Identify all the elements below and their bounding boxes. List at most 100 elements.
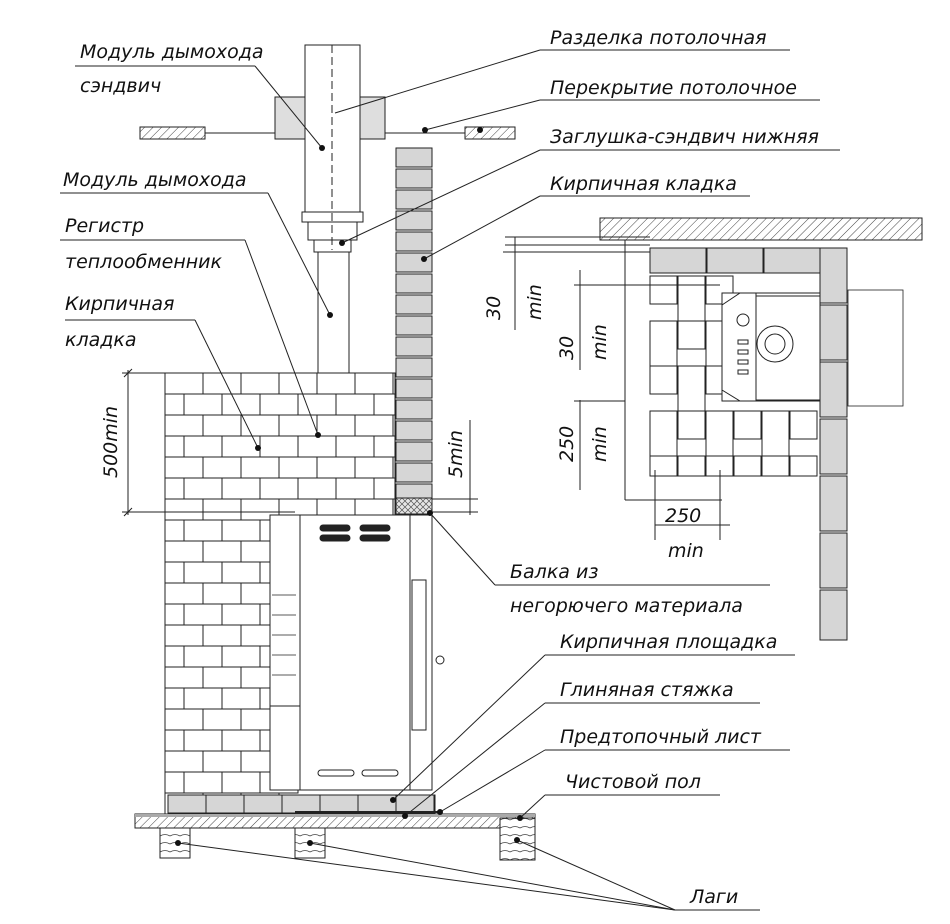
- label-brick-left-2: кладка: [65, 329, 137, 351]
- brick: [789, 410, 818, 440]
- label-clay-screed: Глиняная стяжка: [560, 679, 734, 701]
- brick: [167, 794, 207, 814]
- brick: [183, 687, 223, 710]
- brick: [395, 231, 433, 252]
- dim-250-h: 250: [665, 505, 701, 527]
- brick: [221, 435, 261, 458]
- brick: [183, 729, 223, 752]
- brick: [164, 519, 185, 542]
- brick: [357, 794, 397, 814]
- brick: [677, 320, 706, 350]
- dim-30-b: 30: [556, 336, 578, 360]
- brick: [395, 462, 433, 483]
- brick: [183, 561, 223, 584]
- brick: [705, 410, 734, 457]
- brick: [183, 519, 223, 542]
- brick: [240, 456, 280, 479]
- brick: [335, 477, 375, 500]
- dim-250-v-min: min: [589, 426, 611, 462]
- brick: [677, 365, 706, 412]
- brick: [259, 393, 299, 416]
- brick: [395, 189, 433, 210]
- brick: [392, 372, 396, 395]
- brick: [819, 361, 848, 418]
- brick: [221, 645, 261, 668]
- brick: [733, 410, 762, 440]
- leader-lines: [60, 49, 840, 911]
- brick: [433, 794, 436, 814]
- dim-250-h-min: min: [668, 540, 704, 562]
- brick: [259, 477, 299, 500]
- brick: [297, 435, 337, 458]
- brick: [278, 372, 318, 395]
- brick: [281, 794, 321, 814]
- label-chimney-sandwich-2: сэндвич: [80, 75, 161, 97]
- brick: [316, 414, 356, 437]
- chimney-sandwich-module: [301, 44, 364, 253]
- brick: [164, 687, 185, 710]
- brick: [278, 456, 318, 479]
- joist: [294, 827, 326, 859]
- brick: [395, 336, 433, 357]
- brick: [395, 420, 433, 441]
- label-chimney-sandwich-1: Модуль дымохода: [80, 41, 264, 63]
- brick: [164, 708, 204, 731]
- plan-view: 30 min 30 min 250 min 250 min: [483, 217, 923, 641]
- leader-dots: [175, 127, 523, 846]
- brick: [164, 666, 204, 689]
- brick: [819, 247, 848, 304]
- brick: [164, 603, 185, 626]
- brick: [221, 519, 261, 542]
- brick: [202, 540, 242, 563]
- brick: [240, 372, 280, 395]
- brick: [677, 275, 706, 322]
- brick: [221, 477, 261, 500]
- brick: [164, 729, 185, 752]
- brick: [164, 435, 185, 458]
- brick: [183, 645, 223, 668]
- brick: [202, 666, 242, 689]
- label-register-2: теплообменник: [65, 251, 223, 273]
- label-brick-right: Кирпичная кладка: [550, 173, 737, 195]
- brick: [183, 603, 223, 626]
- brick: [221, 729, 261, 752]
- brick: [395, 399, 433, 420]
- brick: [259, 435, 299, 458]
- brick: [819, 589, 848, 641]
- brick: [649, 275, 678, 305]
- brick: [354, 414, 394, 437]
- brick: [649, 455, 678, 477]
- label-beam-2: негорючего материала: [510, 595, 743, 617]
- dim-30-a: 30: [483, 296, 505, 320]
- brick: [819, 418, 848, 475]
- brick: [395, 357, 433, 378]
- brick: [335, 435, 375, 458]
- brick: [373, 477, 396, 500]
- brick: [164, 393, 185, 416]
- brick: [354, 456, 394, 479]
- brick: [205, 794, 245, 814]
- brick: [395, 273, 433, 294]
- brick: [395, 378, 433, 399]
- brick: [202, 498, 242, 521]
- brick: [221, 687, 261, 710]
- brick: [649, 410, 678, 457]
- brick: [677, 410, 706, 440]
- brick: [649, 365, 678, 395]
- brick-wall-column: [395, 147, 433, 504]
- dim-500min: 500min: [100, 406, 122, 478]
- brick: [164, 540, 204, 563]
- brick: [221, 771, 261, 794]
- label-register-1: Регистр: [65, 215, 144, 237]
- elevation-dimensions: [122, 368, 478, 517]
- brick: [395, 441, 433, 462]
- brick: [164, 750, 204, 773]
- brick: [221, 393, 261, 416]
- brick: [164, 771, 185, 794]
- brick: [392, 414, 396, 437]
- brick: [221, 561, 261, 584]
- label-pre-furnace-sheet: Предтопочный лист: [560, 726, 762, 748]
- brick: [649, 320, 678, 367]
- label-beam-1: Балка из: [510, 561, 598, 583]
